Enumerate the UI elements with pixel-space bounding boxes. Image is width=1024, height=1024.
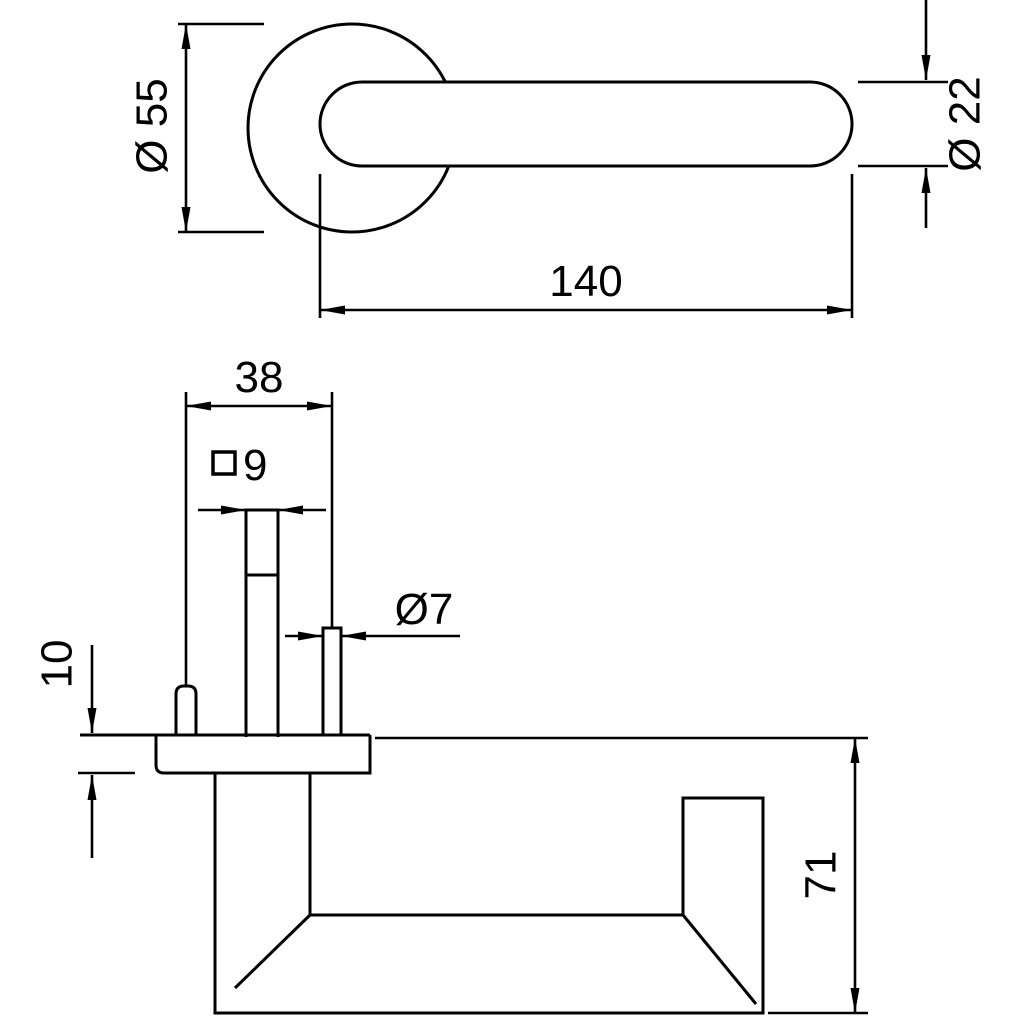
rosette-plate xyxy=(154,735,372,775)
handle-outer-contour xyxy=(213,773,765,1015)
fixing-pin xyxy=(321,626,343,736)
label-rosette-diameter: Ø 55 xyxy=(127,78,176,173)
label-square-spindle: 9 xyxy=(243,441,267,490)
lever-handle xyxy=(318,80,854,168)
bend-edge-right xyxy=(681,914,758,1005)
label-handle-height: 71 xyxy=(796,851,845,900)
label-rosette-thickness: 10 xyxy=(32,640,81,689)
dim-lever-diameter xyxy=(858,0,948,228)
label-pin-diameter: Ø7 xyxy=(395,585,454,634)
bend-edge-left xyxy=(233,913,312,990)
dim-rosette-diameter xyxy=(178,22,264,234)
dim-handle-height xyxy=(375,736,868,1015)
dim-square-spindle xyxy=(198,450,326,515)
front-view xyxy=(246,22,854,234)
label-lever-length: 140 xyxy=(549,257,622,306)
handle-inner-contour xyxy=(308,773,683,917)
label-lever-diameter: Ø 22 xyxy=(940,76,989,171)
dim-hole-spacing xyxy=(184,392,334,686)
square-spindle xyxy=(244,508,280,737)
left-pin xyxy=(174,684,198,736)
dim-rosette-thickness xyxy=(78,645,135,858)
dim-lever-length xyxy=(318,174,854,318)
square-symbol xyxy=(211,450,237,476)
label-hole-spacing: 38 xyxy=(235,353,284,402)
